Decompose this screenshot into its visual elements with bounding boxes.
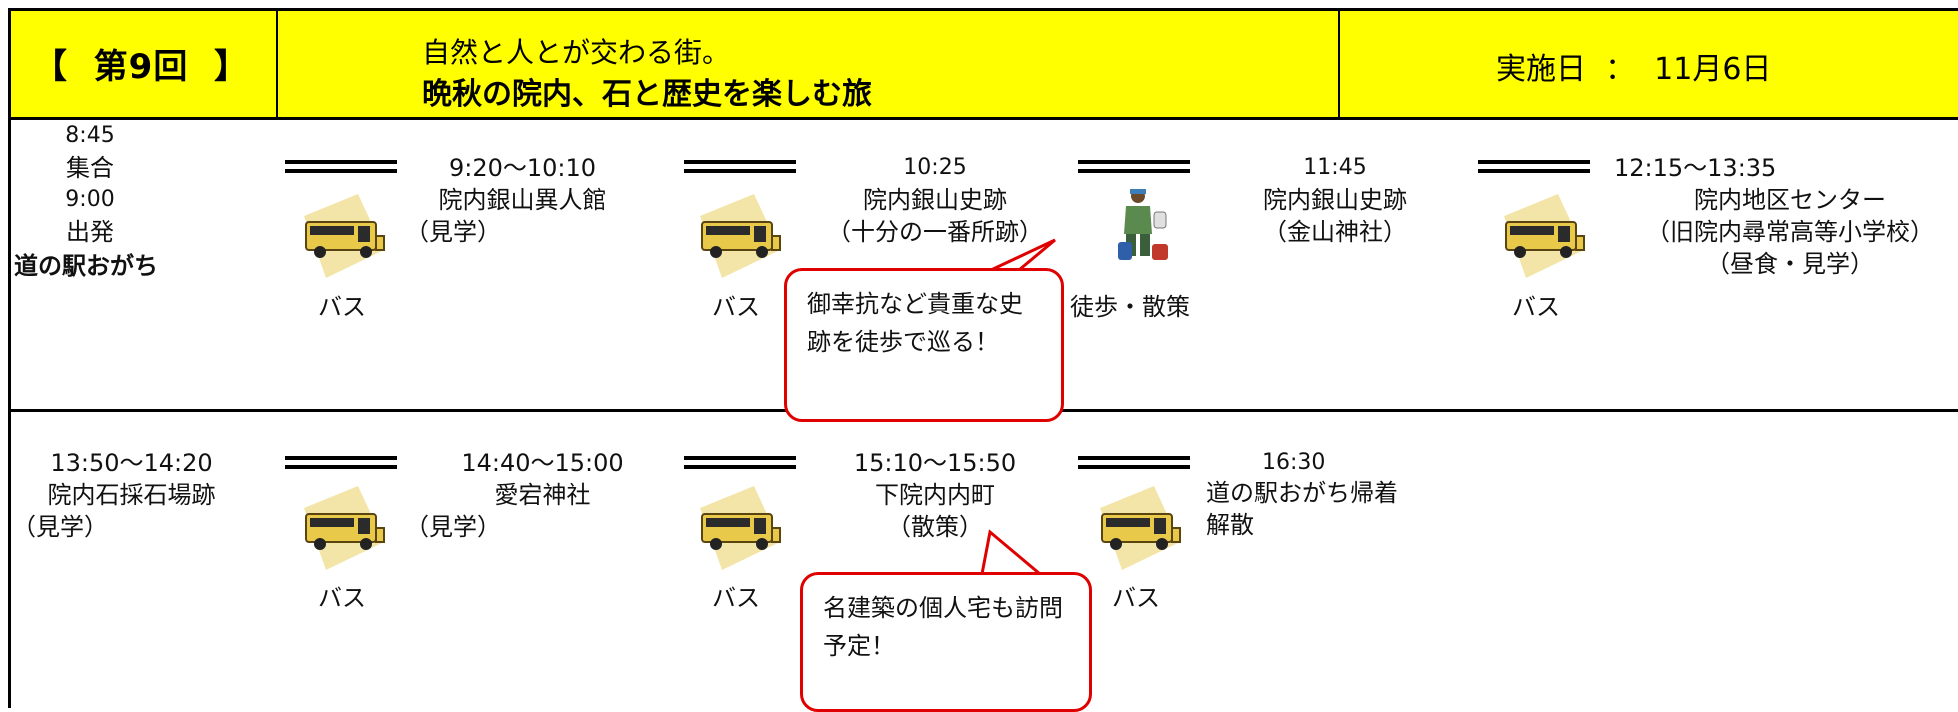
start-stop: 8:45 集合 9:00 出発: [14, 120, 166, 248]
school-bus-icon: [700, 194, 781, 278]
mode-bus: バス: [318, 293, 366, 321]
episode-label: 【 第9回 】: [33, 47, 250, 87]
school-bus-icon: [1504, 194, 1585, 278]
depart-label: 出発: [66, 218, 114, 246]
stop-atago-note: （見学）: [405, 513, 501, 541]
stop-bansho: 10:25 院内銀山史跡 （十分の一番所跡）: [827, 155, 1043, 246]
route-line: [684, 160, 796, 173]
date-cell: 実施日 ： 11月6日: [1340, 11, 1958, 117]
stop-quarry-note: （見学）: [12, 513, 108, 541]
stop-return-time: 16:30: [1262, 450, 1326, 475]
school-bus-icon: [1100, 486, 1181, 570]
mode-bus: バス: [1112, 584, 1160, 612]
bubble-tail: [980, 529, 1041, 576]
stop-center: 院内地区センター （旧院内尋常高等小学校） （昼食・見学）: [1646, 186, 1934, 278]
route-line: [1478, 160, 1590, 173]
callout-bubble: 御幸抗など貴重な史跡を徒歩で巡る！: [784, 268, 1064, 422]
start-place: 道の駅おがち: [14, 252, 158, 280]
school-bus-icon: [304, 486, 385, 570]
tour-title: 晩秋の院内、石と歴史を楽しむ旅: [422, 77, 872, 112]
episode-cell: 【 第9回 】: [11, 11, 278, 117]
header-bar: 【 第9回 】 自然と人とが交わる街。 晩秋の院内、石と歴史を楽しむ旅 実施日 …: [8, 8, 1958, 120]
tour-date: 実施日 ： 11月6日: [1496, 52, 1772, 87]
mode-bus: バス: [712, 584, 760, 612]
stop-ijinkan: 9:20〜10:10 院内銀山異人館: [438, 154, 607, 214]
stop-center-time: 12:15〜13:35: [1614, 154, 1777, 182]
route-line: [285, 456, 397, 469]
meet-label: 集合: [66, 154, 114, 182]
route-line: [1078, 160, 1190, 173]
route-line: [1078, 456, 1190, 469]
mode-bus: バス: [712, 293, 760, 321]
depart-time: 9:00: [65, 187, 115, 212]
mode-bus: バス: [318, 584, 366, 612]
mode-bus: バス: [1512, 293, 1560, 321]
title-cell: 自然と人とが交わる街。 晩秋の院内、石と歴史を楽しむ旅: [278, 11, 1340, 117]
route-line: [285, 160, 397, 173]
callout-bubble: 名建築の個人宅も訪問予定！: [800, 572, 1092, 712]
stop-uchimachi: 15:10〜15:50 下院内内町 （散策）: [853, 449, 1017, 541]
bubble-tail: [990, 238, 1056, 272]
school-bus-icon: [304, 194, 385, 278]
tour-subtitle: 自然と人とが交わる街。: [422, 36, 731, 69]
stop-quarry: 13:50〜14:20 院内石採石場跡: [47, 449, 216, 509]
route-line: [684, 456, 796, 469]
stop-kanayama: 11:45 院内銀山史跡 （金山神社）: [1263, 155, 1407, 246]
meet-time: 8:45: [65, 123, 115, 148]
hiker-icon: [1118, 189, 1168, 260]
stop-ijinkan-note: （見学）: [405, 218, 501, 246]
mode-walk: 徒歩・散策: [1070, 293, 1190, 321]
stop-atago: 14:40〜15:00 愛宕神社: [461, 449, 624, 509]
stop-return: 道の駅おがち帰着 解散: [1206, 479, 1398, 539]
school-bus-icon: [700, 486, 781, 570]
